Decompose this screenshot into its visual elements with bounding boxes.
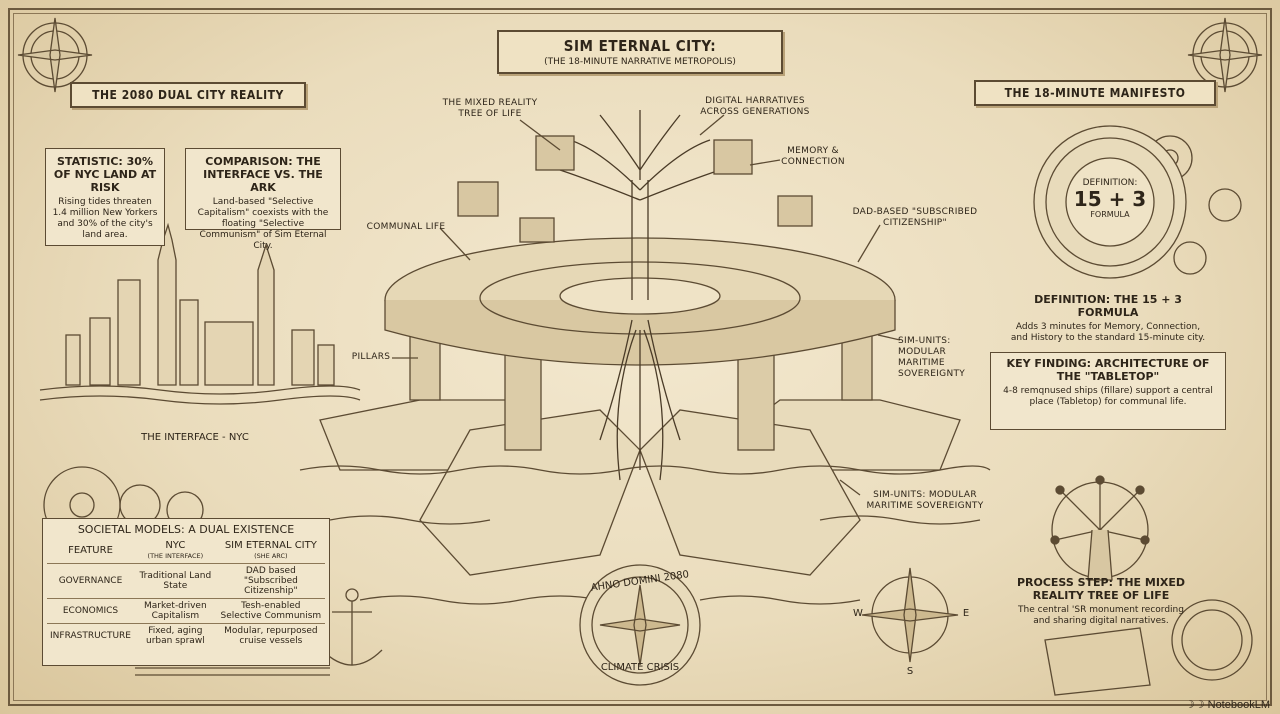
societal-models-table: SOCIETAL MODELS: A DUAL EXISTENCE FEATUR… xyxy=(42,518,330,666)
compass-west: W xyxy=(853,608,863,619)
simunits-label-lower: SIM-UNITS: MODULAR MARITIME SOVEREIGNTY xyxy=(866,490,984,511)
table-row: ECONOMICS Market-driven Capitalism Tesh-… xyxy=(47,598,325,624)
right-banner-label: THE 18-MINUTE MANIFESTO xyxy=(1004,86,1186,100)
citizenship-label: DAD-BASED "SUBSCRIBED CITIZENSHIP" xyxy=(852,207,978,228)
narratives-label: DIGITAL HARRATIVES ACROSS GENERATIONS xyxy=(700,96,810,117)
nyc-cell: Traditional Land State xyxy=(133,563,217,599)
network-diagram-icon xyxy=(1050,475,1150,581)
clock-definition-label: DEFINITION: xyxy=(1082,178,1138,188)
compass-south: S xyxy=(906,666,914,677)
column-header: SIM ETERNAL CITY(SHE ARC) xyxy=(224,540,317,561)
page-subtitle: (THE 18-MINUTE NARRATIVE METROPOLIS) xyxy=(544,57,736,67)
definition-body: Adds 3 minutes for Memory, Connection, a… xyxy=(1010,322,1206,343)
key-finding-heading: KEY FINDING: ARCHITECTURE OF THE "TABLET… xyxy=(1006,357,1210,383)
clock-formula: 15 + 3 xyxy=(1073,187,1147,211)
sim-cell: Modular, repurposed cruise vessels xyxy=(216,623,325,648)
statistic-card: STATISTIC: 30% OF NYC LAND AT RISK Risin… xyxy=(45,148,165,246)
feature-cell: ECONOMICS xyxy=(47,598,134,624)
process-body: The central 'SR monument recording and s… xyxy=(1018,605,1184,626)
nyc-skyline xyxy=(65,222,335,386)
nyc-cell: Fixed, aging urban sprawl xyxy=(133,623,217,648)
inner-frame xyxy=(13,13,1267,701)
feature-cell: GOVERNANCE xyxy=(47,563,134,599)
left-banner-label: THE 2080 DUAL CITY REALITY xyxy=(92,88,284,102)
communal-label: COMMUNAL LIFE xyxy=(366,222,446,232)
tree-of-life xyxy=(559,110,721,481)
process-block: PROCESS STEP: THE MIXED REALITY TREE OF … xyxy=(1016,576,1186,627)
compass-icon xyxy=(17,17,93,93)
table-header-row: FEATURE NYC(THE INTERFACE) SIM ETERNAL C… xyxy=(47,539,325,564)
left-section-banner: THE 2080 DUAL CITY REALITY xyxy=(70,82,306,108)
notebooklm-label: NotebookLM xyxy=(1207,699,1270,711)
column-header: FEATURE xyxy=(68,545,113,556)
mixed-reality-panels xyxy=(457,135,813,243)
ship-illustration xyxy=(319,399,961,576)
compass-icon xyxy=(1171,599,1253,681)
tree-label: THE MIXED REALITY TREE OF LIFE xyxy=(442,98,538,119)
nyc-cell: Market-driven Capitalism xyxy=(133,598,217,624)
page-title: SIM ETERNAL CITY: xyxy=(563,37,717,55)
table-title: SOCIETAL MODELS: A DUAL EXISTENCE xyxy=(77,523,295,536)
clock-icon xyxy=(1033,125,1187,279)
pillars-label: PILLARS xyxy=(351,352,391,362)
sim-cell: DAD based "Subscribed Citizenship" xyxy=(216,563,325,599)
clock-face-label: DEFINITION: 15 + 3 FORMULA xyxy=(1066,178,1154,219)
statistic-body: Rising tides threaten 1.4 million New Yo… xyxy=(52,197,158,240)
key-finding-card: KEY FINDING: ARCHITECTURE OF THE "TABLET… xyxy=(990,352,1226,430)
memory-label: MEMORY & CONNECTION xyxy=(781,146,845,167)
seal-bottom-text: CLIMATE CRISIS xyxy=(600,662,680,673)
statistic-heading: STATISTIC: 30% OF NYC LAND AT RISK xyxy=(53,155,157,194)
simunits-label: SIM-UNITS: MODULAR MARITIME SOVEREIGNTY xyxy=(898,336,966,379)
compass-rose-icon xyxy=(861,567,959,663)
table-row: INFRASTRUCTURE Fixed, aging urban sprawl… xyxy=(47,623,325,648)
table-row: GOVERNANCE Traditional Land State DAD ba… xyxy=(47,563,325,599)
anchor-icon xyxy=(321,588,383,666)
clock-formula-sub: FORMULA xyxy=(1090,210,1130,219)
notebooklm-watermark: ☽☽ NotebookLM xyxy=(1185,698,1270,711)
comparison-card: COMPARISON: THE INTERFACE vs. THE ARK La… xyxy=(185,148,341,251)
key-finding-body: 4-8 remqnused ships (fillare) support a … xyxy=(1003,386,1213,407)
compass-icon xyxy=(1187,17,1263,93)
process-heading: PROCESS STEP: THE MIXED REALITY TREE OF … xyxy=(1016,576,1186,602)
outer-frame xyxy=(8,8,1272,706)
right-section-banner: THE 18-MINUTE MANIFESTO xyxy=(974,80,1216,106)
sim-cell: Tesh-enabled Selective Communism xyxy=(216,598,325,624)
definition-heading: DEFINITION: THE 15 + 3 FORMULA xyxy=(1034,293,1182,319)
feature-cell: INFRASTRUCTURE xyxy=(47,623,134,648)
comparison-heading: COMPARISON: THE INTERFACE vs. THE ARK xyxy=(203,155,323,194)
map-icon xyxy=(1044,627,1151,696)
seal-emblem xyxy=(579,564,701,686)
title-banner: SIM ETERNAL CITY: (THE 18-MINUTE NARRATI… xyxy=(497,30,783,74)
notebooklm-logo-icon: ☽☽ xyxy=(1184,699,1208,711)
comparison-body: Land-based "Selective Capitalism" coexis… xyxy=(197,197,329,251)
definition-block: DEFINITION: THE 15 + 3 FORMULA Adds 3 mi… xyxy=(1010,293,1206,344)
compass-east: E xyxy=(962,608,970,619)
column-header: NYC(THE INTERFACE) xyxy=(147,540,204,561)
nyc-label: THE INTERFACE - NYC xyxy=(141,432,249,443)
